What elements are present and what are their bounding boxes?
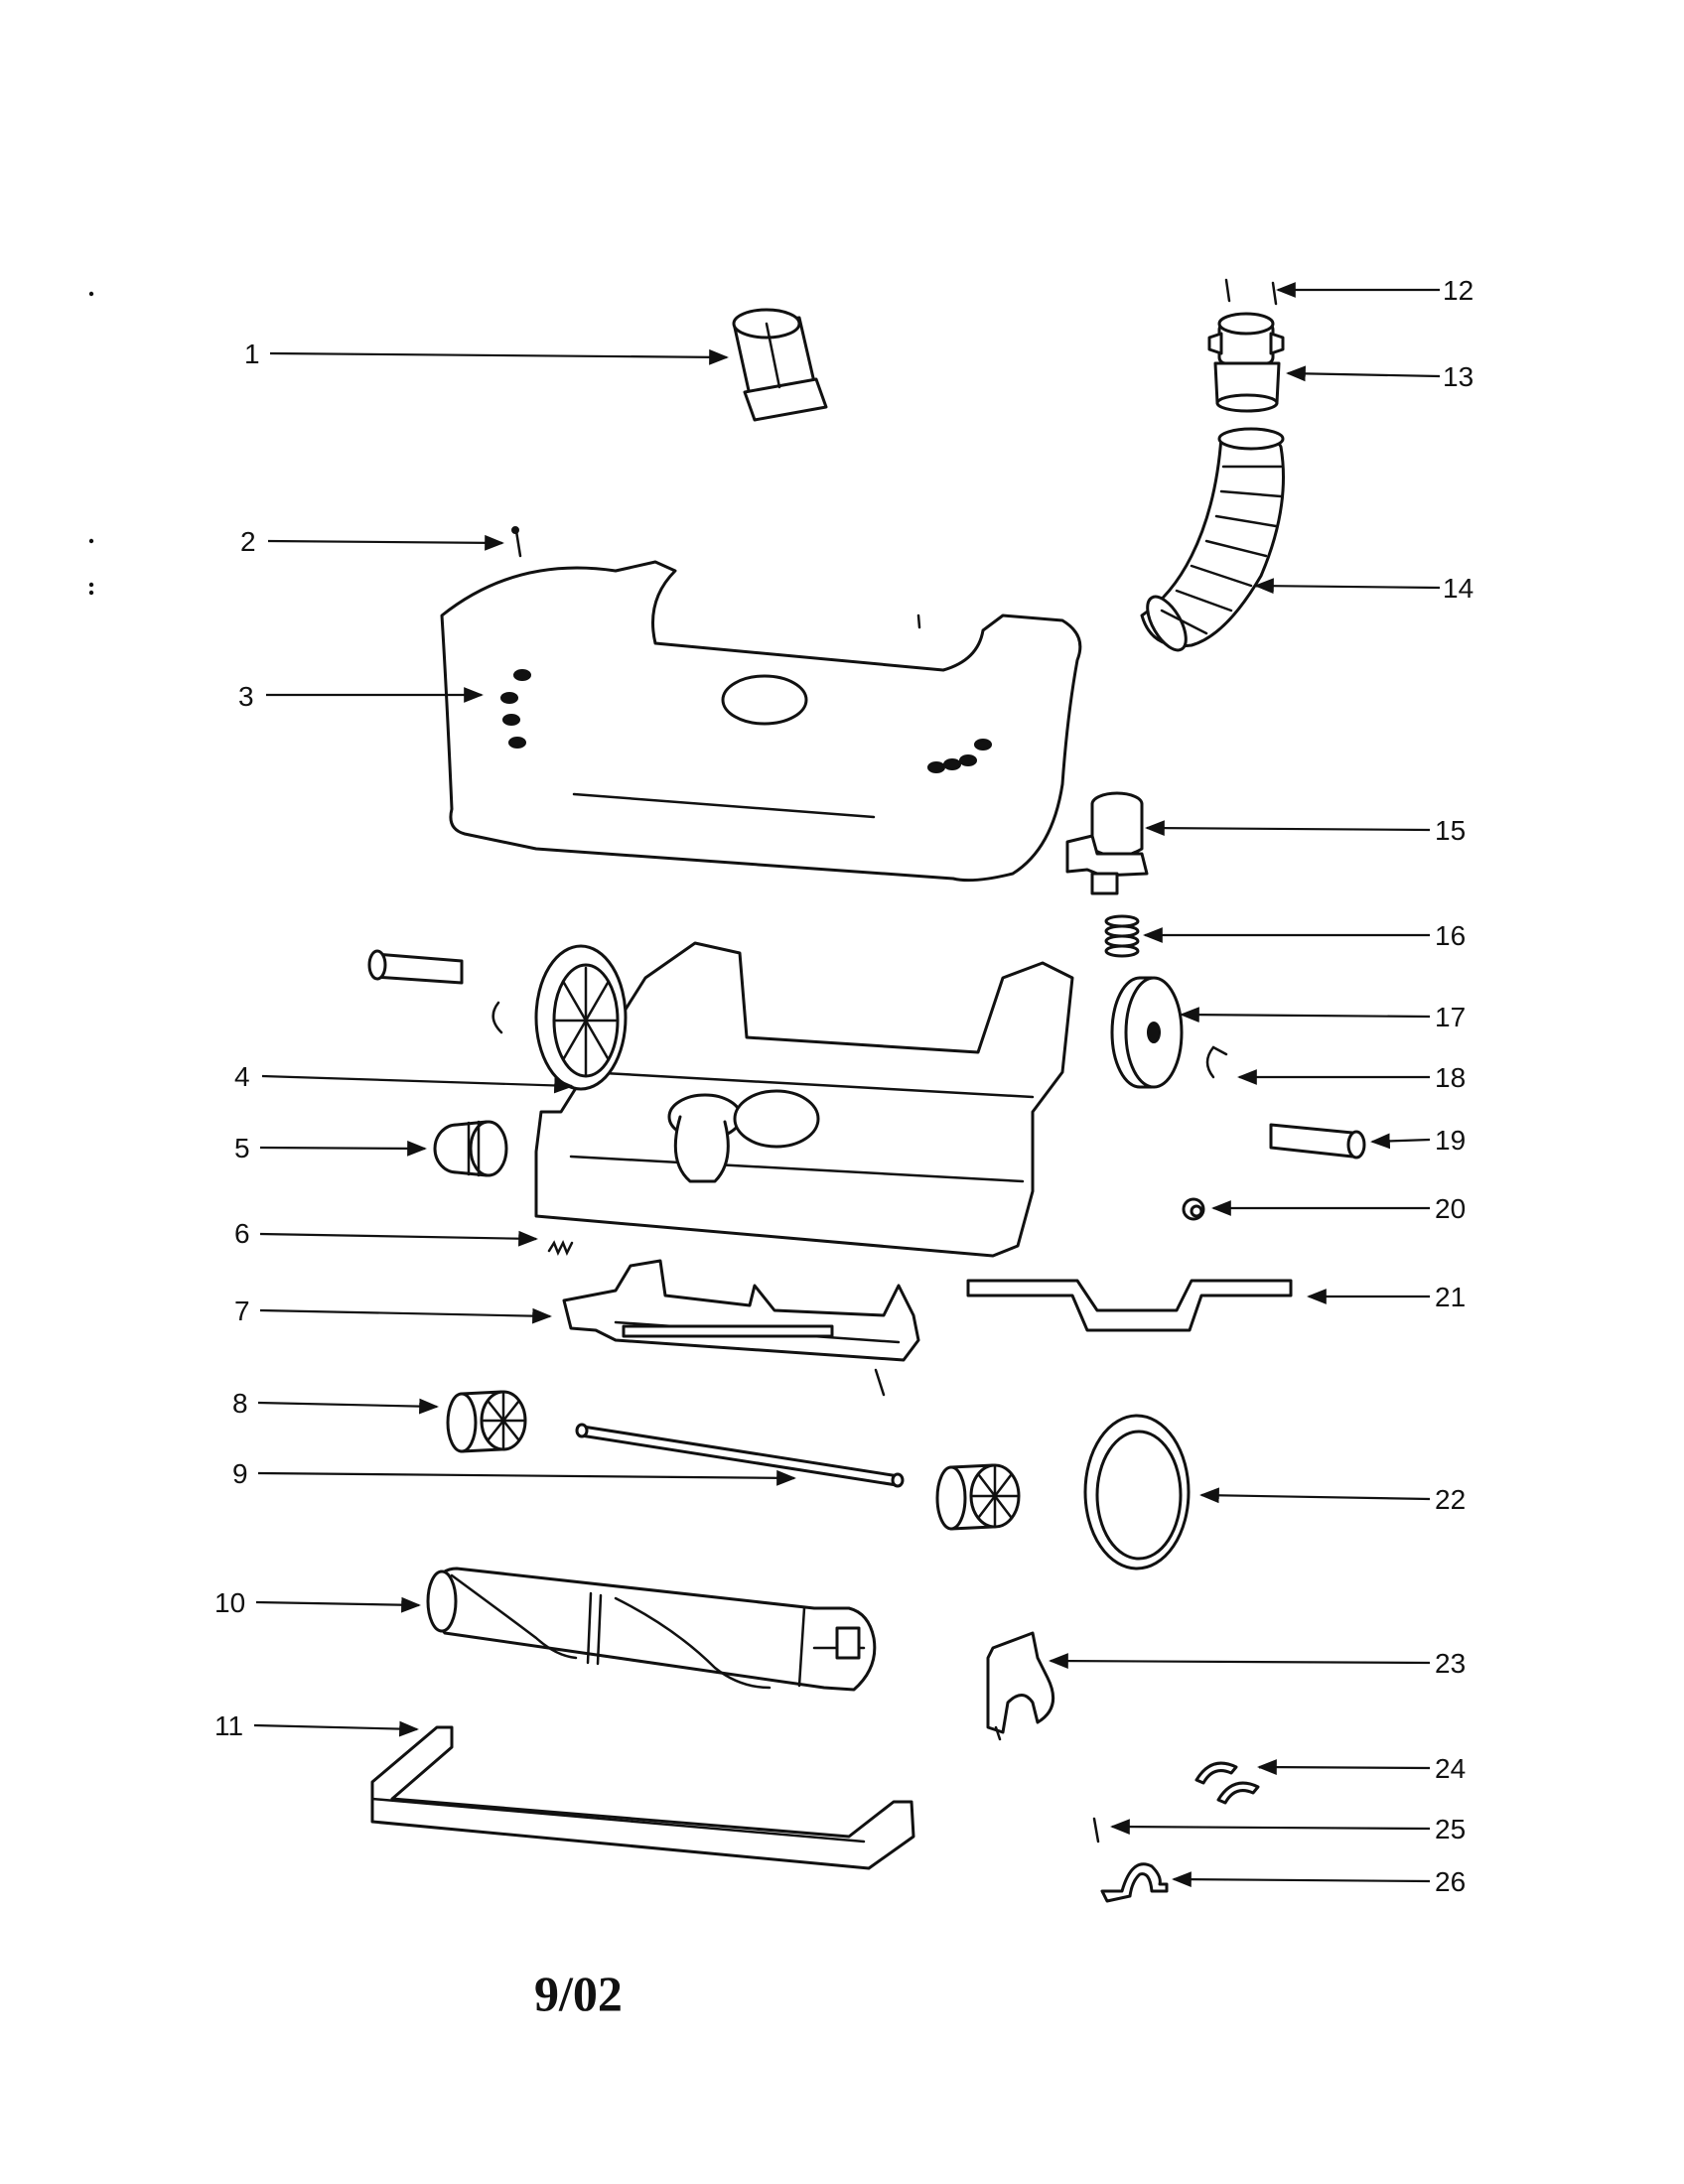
leader-24: [1257, 1759, 1431, 1776]
callout-26: 26: [1435, 1866, 1466, 1897]
leader-13: [1286, 365, 1441, 382]
date-label: 9/02: [534, 1966, 623, 2021]
part-20-nut: [1182, 1197, 1205, 1221]
part-23-bracket: [986, 1631, 1055, 1741]
part-13-hose-coupling: [1207, 312, 1285, 413]
leader-23: [1049, 1653, 1431, 1670]
callout-21: 21: [1435, 1282, 1466, 1312]
callout-12: 12: [1443, 275, 1474, 306]
leader-lines: [253, 282, 1441, 1888]
right-end-cap: [935, 1463, 1021, 1531]
callout-23: 23: [1435, 1648, 1466, 1679]
leader-9: [257, 1469, 796, 1486]
callout-15: 15: [1435, 815, 1466, 846]
part-11-bumper: [370, 1725, 915, 1870]
callout-11: 11: [214, 1710, 243, 1741]
callout-7: 7: [234, 1296, 250, 1326]
callout-19: 19: [1435, 1125, 1466, 1156]
leader-7: [259, 1307, 552, 1324]
callout-14: 14: [1443, 573, 1474, 604]
leader-25: [1110, 1819, 1431, 1836]
leader-14: [1254, 578, 1441, 595]
callout-1: 1: [244, 339, 260, 369]
callout-3: 3: [238, 681, 254, 712]
leader-8: [257, 1398, 439, 1415]
part-26-clamp: [1100, 1862, 1169, 1903]
part-10-brushroll: [426, 1567, 877, 1692]
leader-6: [259, 1230, 538, 1247]
part-4-base-housing: [534, 941, 1074, 1258]
callout-13: 13: [1443, 361, 1474, 392]
callout-22: 22: [1435, 1484, 1466, 1515]
part-14-hose: [1140, 427, 1285, 652]
callout-18: 18: [1435, 1062, 1466, 1093]
callout-24: 24: [1435, 1753, 1466, 1784]
callout-20: 20: [1435, 1193, 1466, 1224]
callout-labels: 1 2 3 4 5 6 7 8 9 10 11 12 13 14 15 16 1…: [214, 275, 1474, 1897]
callout-8: 8: [232, 1388, 248, 1419]
part-6-spring: [547, 1239, 574, 1257]
left-axle-assembly: [367, 944, 628, 1091]
leader-17: [1180, 1007, 1431, 1024]
callout-10: 10: [214, 1587, 245, 1618]
callout-5: 5: [234, 1133, 250, 1163]
callout-9: 9: [232, 1458, 248, 1489]
part-3-hood: [440, 560, 1082, 883]
part-8-end-cap: [446, 1390, 527, 1453]
leader-26: [1172, 1871, 1431, 1888]
leader-4: [261, 1074, 574, 1094]
part-16-spring: [1104, 914, 1140, 958]
leader-2: [267, 534, 504, 551]
leader-19: [1370, 1133, 1431, 1150]
part-5-coupler: [433, 1120, 508, 1177]
leader-10: [255, 1596, 421, 1613]
leader-1: [269, 348, 729, 365]
part-25-screw: [1092, 1817, 1100, 1843]
callout-17: 17: [1435, 1002, 1466, 1032]
callout-25: 25: [1435, 1814, 1466, 1844]
part-19-axle: [1269, 1123, 1366, 1160]
margin-marks: [88, 291, 94, 596]
part-24-clips: [1194, 1761, 1260, 1805]
leader-11: [253, 1720, 419, 1737]
part-17-wheel: [1110, 976, 1184, 1089]
callout-4: 4: [234, 1061, 250, 1092]
part-7-lower-plate: [562, 1259, 920, 1397]
leader-5: [259, 1140, 427, 1157]
part-18-clip: [1205, 1045, 1228, 1079]
part-22-belt: [1083, 1414, 1191, 1570]
callout-6: 6: [234, 1218, 250, 1249]
part-12-screws: [1224, 278, 1278, 306]
part-2-screw: [511, 526, 522, 558]
callout-16: 16: [1435, 920, 1466, 951]
leader-22: [1199, 1487, 1431, 1504]
part-9-shaft: [575, 1423, 905, 1488]
leader-15: [1145, 820, 1431, 837]
part-21-bar: [966, 1279, 1293, 1332]
part-1-hose-adapter: [732, 308, 828, 422]
part-15-actuator: [1065, 791, 1149, 895]
callout-2: 2: [240, 526, 256, 557]
